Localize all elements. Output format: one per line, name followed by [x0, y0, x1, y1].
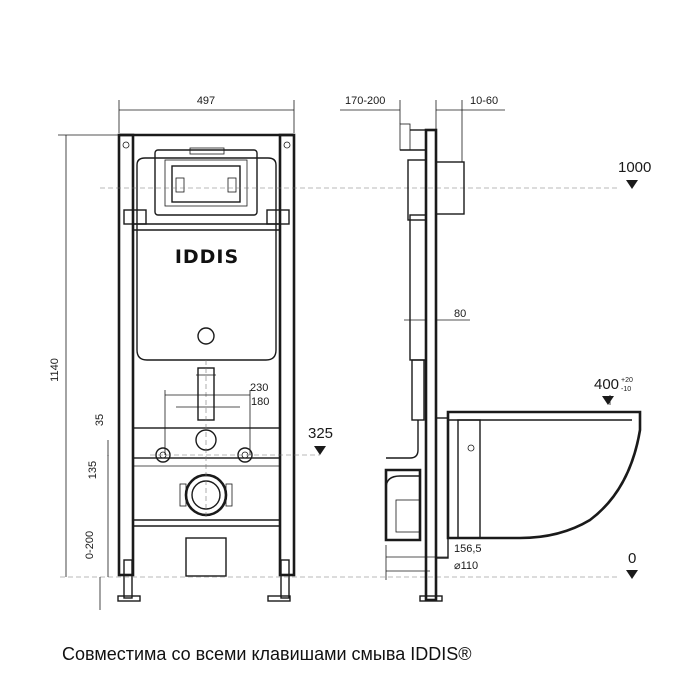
level-1000-marker: [626, 180, 638, 189]
compatibility-caption: Совместима со всеми клавишами смыва IDDI…: [62, 644, 472, 664]
level-325-marker: [314, 446, 326, 455]
dim-135: 135: [87, 461, 99, 479]
level-325: 325: [308, 425, 333, 442]
dim-80: 80: [454, 308, 466, 320]
side-view: [384, 123, 642, 602]
flush-plate-frame: [154, 149, 258, 216]
level-1000: 1000: [618, 159, 651, 176]
dim-axis-180: 180: [251, 396, 269, 408]
dim-35: 35: [94, 414, 106, 426]
toilet-bowl: [446, 410, 642, 540]
brand-logo: IDDIS: [175, 246, 239, 268]
front-view: IDDIS: [60, 133, 620, 602]
side-dimensions: 170-200 10-60 80 156,5 ⌀110 1000 400 +20…: [340, 95, 651, 580]
level-400-tol-minus: -10: [621, 386, 631, 393]
dim-pipe: ⌀110: [454, 560, 478, 572]
left-post: [117, 133, 135, 577]
level-0-marker: [626, 570, 638, 579]
installation-drawing: IDDIS: [49, 95, 651, 610]
dim-156: 156,5: [454, 543, 482, 555]
level-0: 0: [628, 550, 636, 567]
dim-depth: 170-200: [345, 95, 385, 107]
dim-height: 1140: [49, 358, 61, 382]
front-dimensions: 497 1140 230 180 35 135 0-200 325: [49, 95, 333, 610]
dim-axis-230: 230: [250, 382, 268, 394]
cistern: [136, 157, 277, 361]
right-post: [278, 133, 296, 577]
side-post: [424, 128, 438, 602]
level-400-tol-plus: +20: [621, 377, 633, 384]
dim-width: 497: [197, 95, 215, 107]
level-400: 400: [594, 376, 619, 393]
level-400-marker: [602, 396, 614, 405]
dim-wall: 10-60: [470, 95, 498, 107]
dim-0-200: 0-200: [84, 531, 96, 559]
